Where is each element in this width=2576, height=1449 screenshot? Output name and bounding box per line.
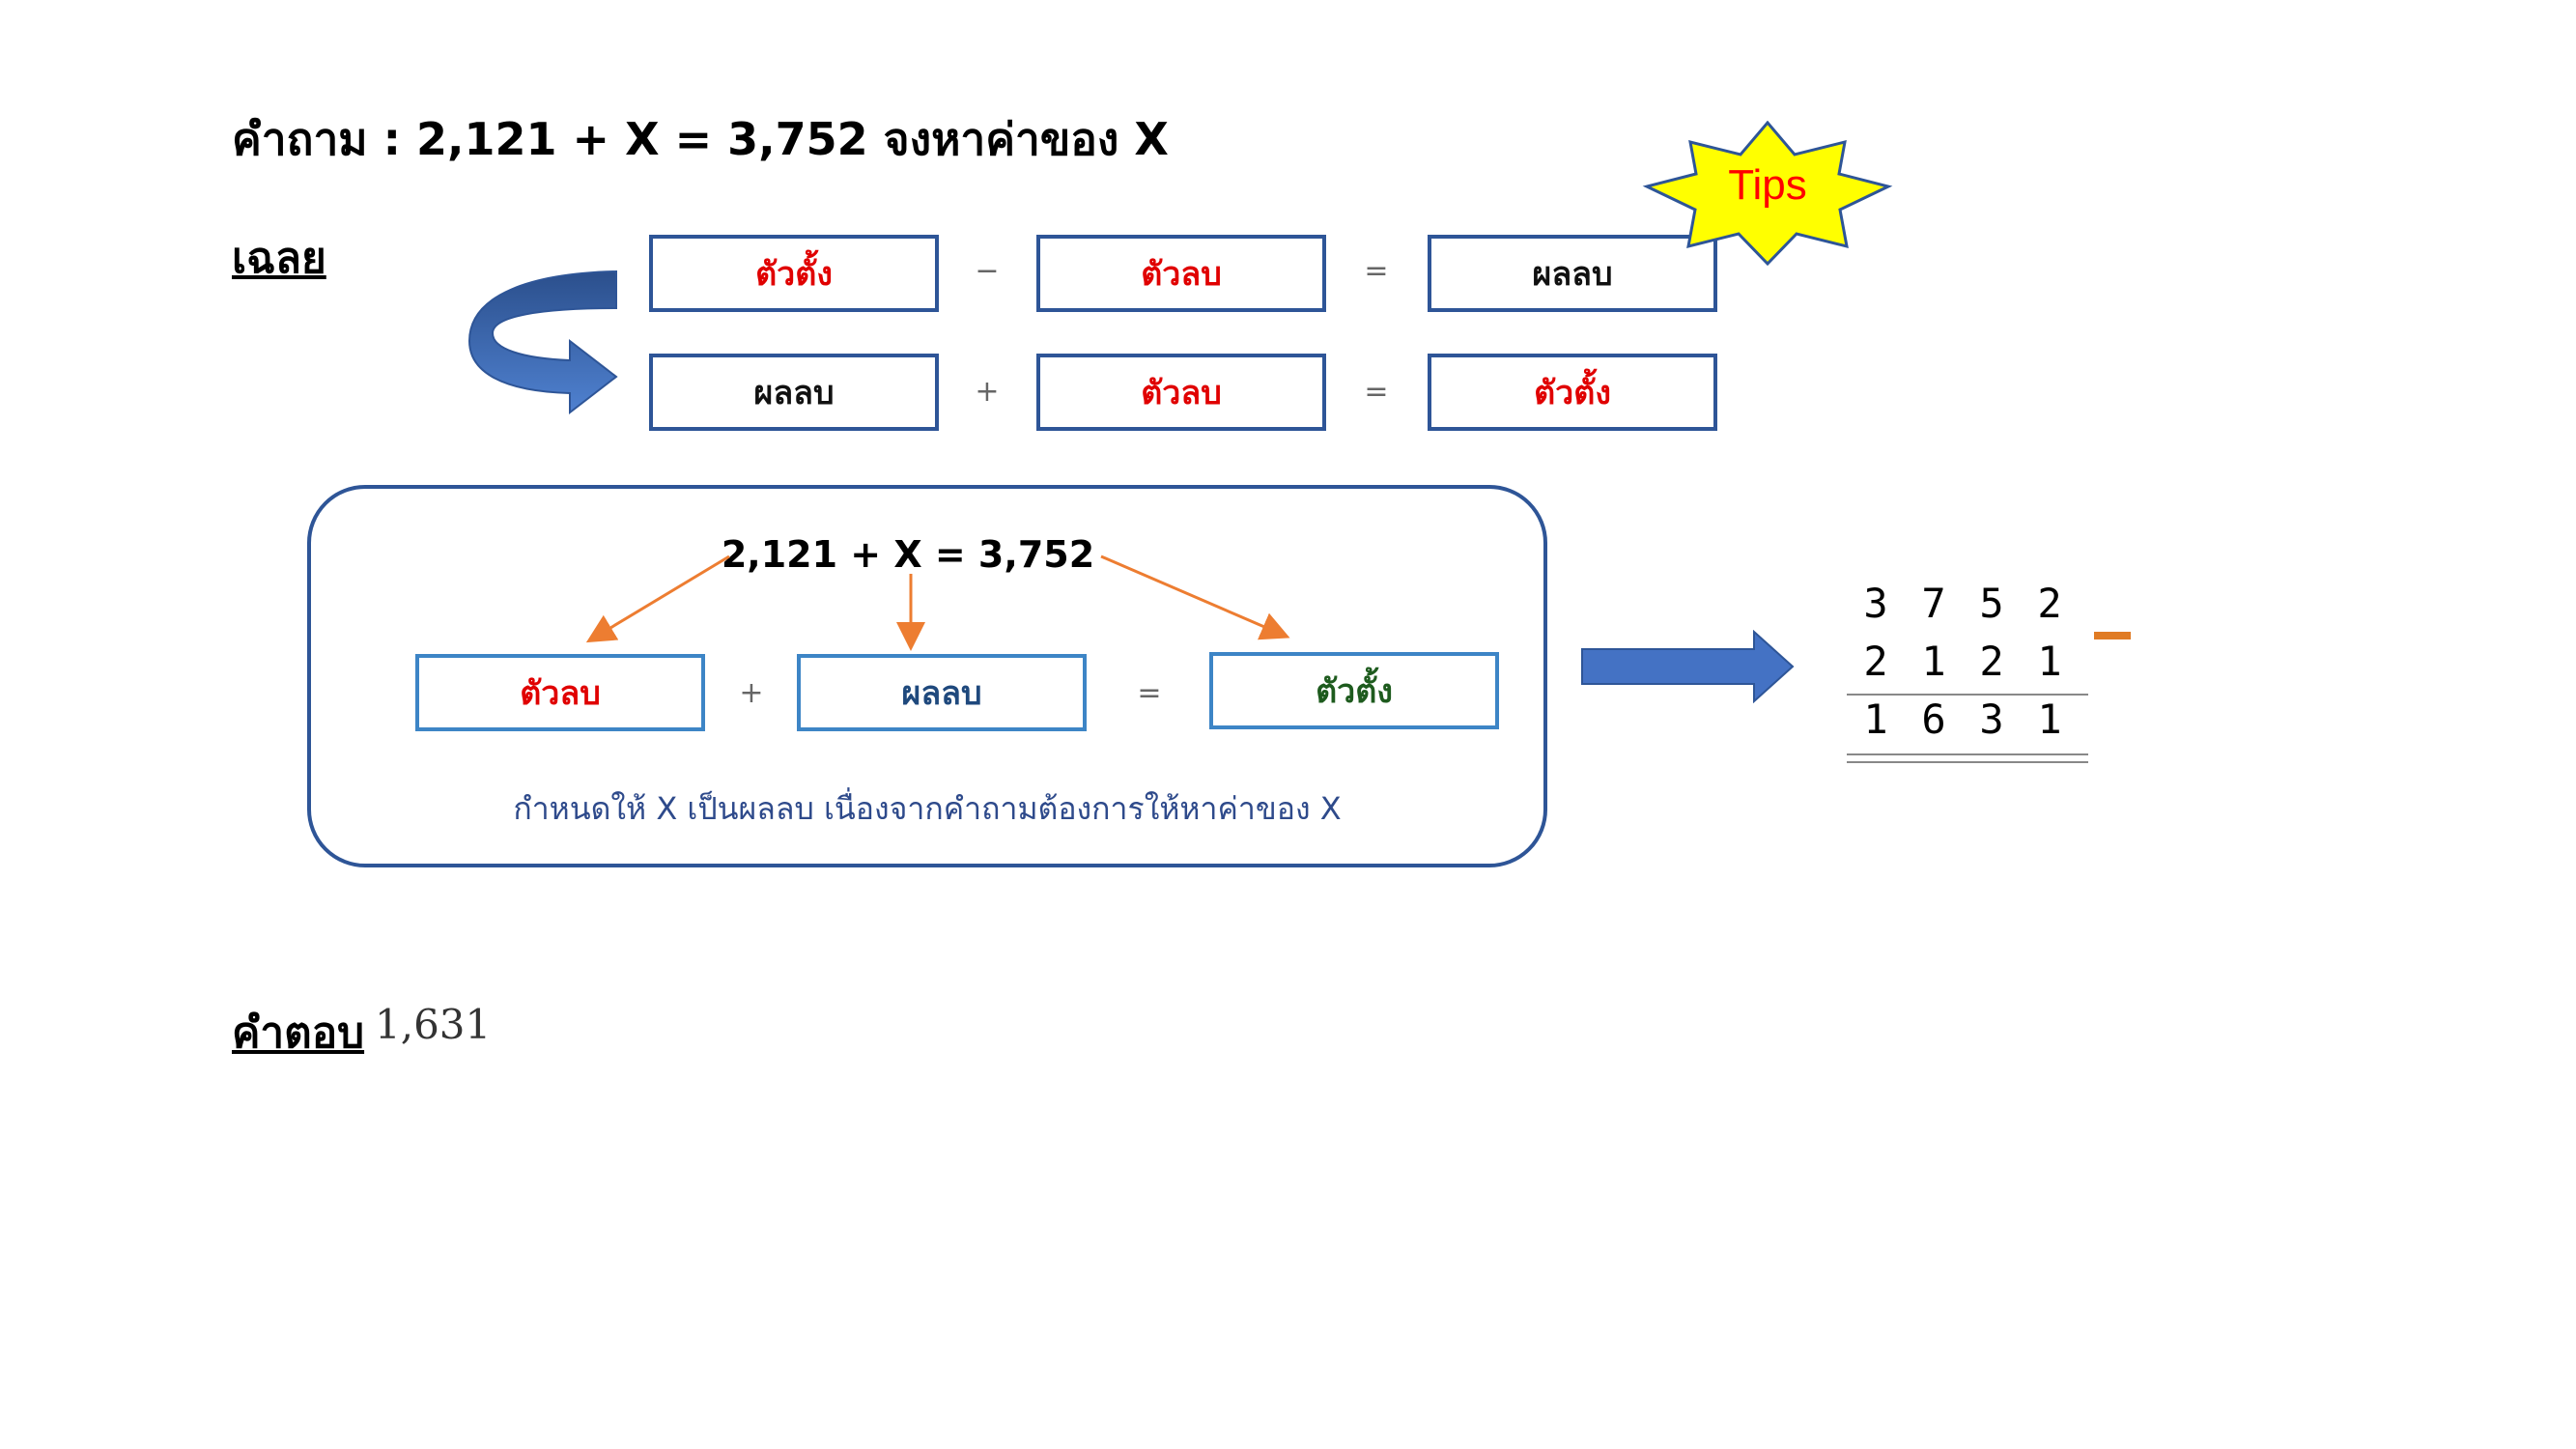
rule-operator-minus: − (975, 254, 1000, 288)
answer-value: 1,631 (375, 1001, 492, 1048)
tips-badge: Tips (1642, 121, 1893, 266)
mapping-box-subtrahend: ตัวลบ (415, 654, 705, 731)
double-line-1 (1847, 753, 2088, 755)
mapping-box-difference: ผลลบ (797, 654, 1087, 731)
digit-top-4: 2 (2037, 580, 2062, 627)
digit-res-2: 6 (1921, 696, 1946, 743)
rule-operator-plus: + (975, 375, 1000, 409)
vertical-subtraction: 3 7 5 2 2 1 2 1 1 6 3 1 (1835, 580, 2106, 773)
digit-mid-1: 2 (1863, 638, 1888, 685)
mapping-equation: 2,121 + X = 3,752 (721, 533, 1095, 576)
digit-top-1: 3 (1863, 580, 1888, 627)
digit-mid-2: 1 (1921, 638, 1946, 685)
rule-box-subtrahend-2: ตัวลบ (1036, 354, 1326, 431)
question-text: คำถาม : 2,121 + X = 3,752 จงหาค่าของ X (232, 113, 1169, 165)
rule-operator-equals: = (1364, 254, 1389, 288)
digit-res-4: 1 (2037, 696, 2062, 743)
mapping-operator-equals: = (1137, 676, 1162, 710)
solution-label: เฉลย (232, 234, 326, 283)
digit-mid-4: 1 (2037, 638, 2062, 685)
rule-box-minuend: ตัวตั้ง (649, 235, 939, 312)
rule-box-difference-2: ผลลบ (649, 354, 939, 431)
double-line-2 (1847, 761, 2088, 763)
tips-label: Tips (1728, 161, 1807, 209)
rule-box-subtrahend: ตัวลบ (1036, 235, 1326, 312)
digit-top-3: 5 (1979, 580, 2004, 627)
rule-box-difference: ผลลบ (1428, 235, 1717, 312)
sum-line (1847, 694, 2088, 696)
star-icon (1642, 121, 1893, 266)
right-arrow-icon (1581, 630, 1795, 703)
minus-sign-icon (2094, 632, 2131, 639)
pointer-arrow-left (585, 554, 730, 643)
mapping-operator-plus: + (739, 676, 764, 710)
digit-res-3: 3 (1979, 696, 2004, 743)
rule-box-minuend-2: ตัวตั้ง (1428, 354, 1717, 431)
digit-res-1: 1 (1863, 696, 1888, 743)
digit-top-2: 7 (1921, 580, 1946, 627)
mapping-frame (307, 485, 1547, 867)
mapping-note: กำหนดให้ X เป็นผลลบ เนื่องจากคำถามต้องกา… (513, 790, 1342, 827)
rule-operator-equals-2: = (1364, 375, 1389, 409)
answer-label: คำตอบ (232, 1009, 365, 1058)
mapping-box-minuend: ตัวตั้ง (1209, 652, 1499, 729)
digit-mid-3: 2 (1979, 638, 2004, 685)
curved-arrow-icon (467, 270, 618, 415)
pointer-arrow-right (1100, 554, 1290, 640)
